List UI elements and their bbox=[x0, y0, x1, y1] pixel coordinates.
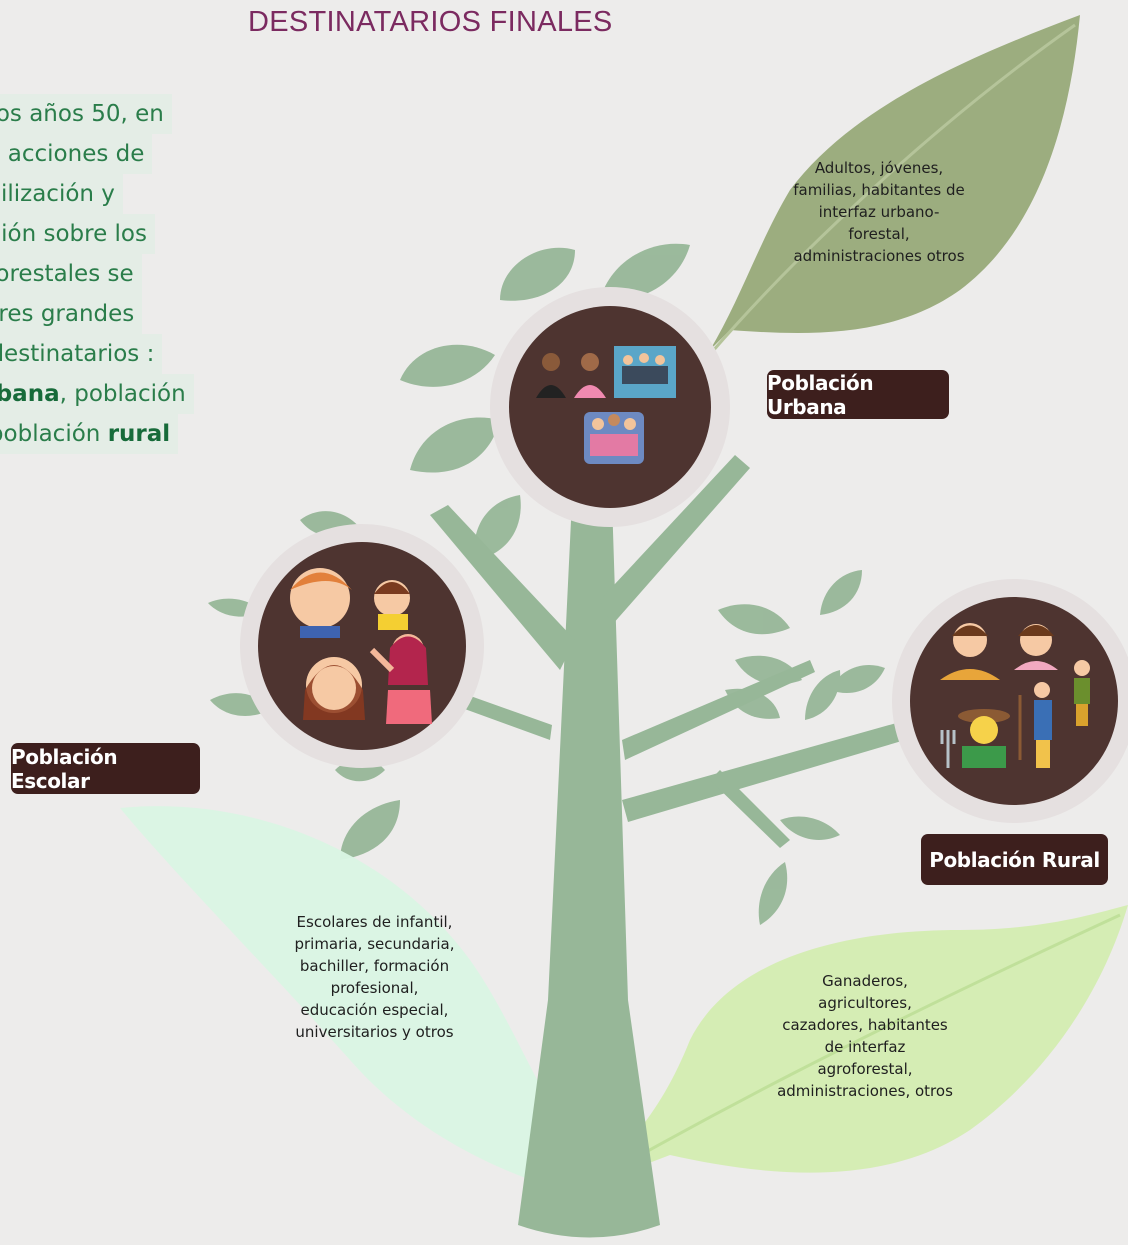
label-poblacion-urbana: Población Urbana bbox=[767, 370, 949, 419]
intro-line: y población rural bbox=[0, 414, 179, 454]
label-poblacion-escolar: Población Escolar bbox=[11, 743, 200, 794]
label-escolar-text: Población Escolar bbox=[11, 744, 118, 793]
intro-line: las acciones de bbox=[0, 134, 153, 174]
tree-trunk bbox=[430, 455, 905, 1238]
urbana-description: Adultos, jóvenes, familias, habitantes d… bbox=[793, 159, 965, 265]
rural-description: Ganaderos, agricultores, cazadores, habi… bbox=[777, 972, 953, 1100]
intro-bold-rural: rural bbox=[107, 421, 171, 447]
intro-text: e los años 50, en las acciones de sibili… bbox=[0, 94, 280, 454]
circle-rural bbox=[892, 579, 1128, 823]
intro-line: e los años 50, en bbox=[0, 94, 172, 134]
intro-line: e destinatarios : bbox=[0, 334, 163, 374]
escolar-description: Escolares de infantil, primaria, secunda… bbox=[294, 913, 455, 1041]
intro-line: s forestales se bbox=[0, 254, 142, 294]
circle-urbana bbox=[490, 287, 730, 527]
intro-line: a tres grandes bbox=[0, 294, 143, 334]
intro-line-rest: , población bbox=[59, 381, 186, 407]
page-title: DESTINATARIOS FINALES bbox=[248, 6, 613, 38]
intro-line: urbana, población bbox=[0, 374, 194, 414]
intro-bold-urbana: urbana bbox=[0, 381, 60, 407]
intro-line: sibilización y bbox=[0, 174, 123, 214]
label-rural-text: Población Rural bbox=[929, 847, 1100, 872]
intro-line-start: y población bbox=[0, 421, 101, 447]
intro-line: iación sobre los bbox=[0, 214, 155, 254]
leaf-escolar-shape bbox=[120, 806, 620, 1205]
label-urbana-text: Población Urbana bbox=[767, 370, 874, 419]
circle-escolar bbox=[240, 524, 484, 768]
label-poblacion-rural: Población Rural bbox=[921, 834, 1108, 885]
leaf-urbana-shape bbox=[710, 15, 1080, 353]
